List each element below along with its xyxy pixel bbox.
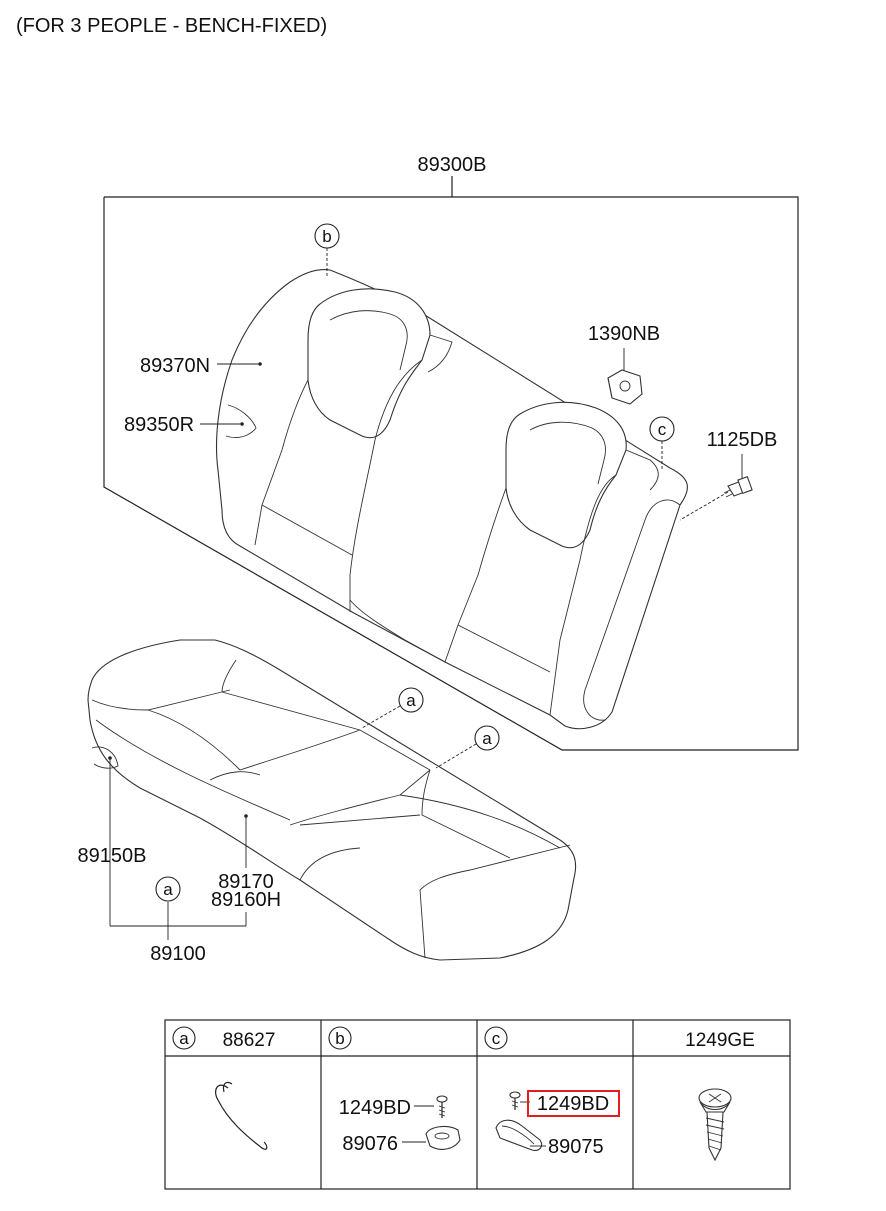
label-1390NB[interactable]: 1390NB bbox=[588, 323, 660, 345]
screw-1249GE-part bbox=[698, 1088, 732, 1162]
table-part-89076[interactable]: 89076 bbox=[342, 1133, 398, 1155]
label-89170[interactable]: 89170 bbox=[218, 871, 274, 893]
clip-88627-part bbox=[215, 1081, 268, 1150]
ref-a-assembly-label: a bbox=[163, 880, 173, 899]
table-ref-b bbox=[328, 1026, 352, 1050]
label-89300B[interactable]: 89300B bbox=[418, 154, 487, 176]
label-89160H[interactable]: 89160H bbox=[211, 889, 281, 911]
label-89350R[interactable]: 89350R bbox=[124, 414, 194, 436]
bracket-part bbox=[607, 369, 643, 405]
ref-a-cushion-lower-label: a bbox=[482, 729, 492, 748]
clip-89075-part bbox=[495, 1119, 543, 1151]
table-part-1249GE[interactable]: 1249GE bbox=[685, 1030, 755, 1051]
label-1125DB[interactable]: 1125DB bbox=[707, 429, 778, 451]
ref-c-back-label: c bbox=[658, 420, 667, 439]
reference-table bbox=[164, 1019, 791, 1190]
screw-b-part bbox=[436, 1095, 448, 1118]
ref-a-assembly bbox=[155, 876, 181, 902]
screw-c-part bbox=[509, 1091, 521, 1110]
table-ref-a-label: a bbox=[179, 1029, 189, 1048]
ref-c-back bbox=[649, 416, 675, 442]
seat-cushion-drawing bbox=[87, 639, 577, 961]
table-ref-c-label: c bbox=[492, 1029, 501, 1048]
back-assembly-frame bbox=[103, 176, 799, 751]
bolt-part bbox=[723, 476, 753, 498]
ref-a-cushion-lower bbox=[474, 725, 500, 751]
label-89370N[interactable]: 89370N bbox=[140, 355, 210, 377]
ref-b-back bbox=[314, 223, 340, 249]
label-89100[interactable]: 89100 bbox=[150, 943, 206, 965]
ref-a-cushion-upper bbox=[398, 687, 424, 713]
table-screw-1249BD-c[interactable]: 1249BD bbox=[537, 1093, 609, 1115]
table-ref-b-label: b bbox=[335, 1029, 344, 1048]
table-part-89075[interactable]: 89075 bbox=[548, 1136, 604, 1158]
seat-back-drawing bbox=[216, 268, 688, 730]
table-part-88627[interactable]: 88627 bbox=[223, 1030, 276, 1051]
ref-b-back-label: b bbox=[322, 227, 331, 246]
clip-89076-part bbox=[425, 1125, 461, 1150]
highlight-box bbox=[527, 1090, 620, 1117]
label-89150B[interactable]: 89150B bbox=[78, 845, 147, 867]
table-ref-c bbox=[484, 1026, 508, 1050]
diagram-title: (FOR 3 PEOPLE - BENCH-FIXED) bbox=[16, 15, 327, 37]
ref-a-cushion-upper-label: a bbox=[406, 691, 416, 710]
table-screw-1249BD-b[interactable]: 1249BD bbox=[339, 1097, 411, 1119]
table-ref-a bbox=[172, 1026, 196, 1050]
